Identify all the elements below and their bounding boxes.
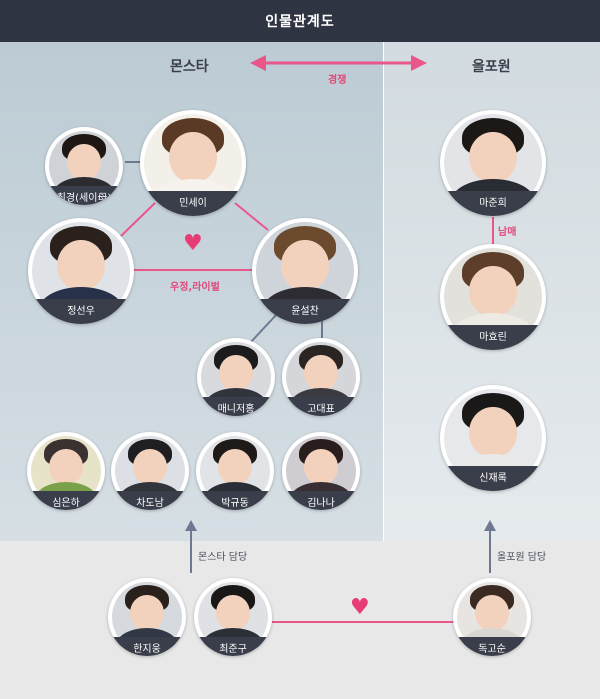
person-go-daepyo[interactable]: 고대표 <box>282 338 360 416</box>
panel-divider <box>383 42 384 541</box>
label-friendship: 우정,라이벌 <box>170 282 220 293</box>
label-rivalry: 경쟁 <box>328 75 347 86</box>
group-title-monsta: 몬스타 <box>170 59 209 75</box>
label-monsta-manager: 몬스타 담당 <box>198 552 248 563</box>
person-min-sei[interactable]: 민세이 <box>140 110 246 216</box>
person-name: 정선우 <box>28 298 134 324</box>
person-choi-kyung[interactable]: 최경(세이母) <box>45 127 123 205</box>
person-name: 차도남 <box>111 491 189 510</box>
person-ma-junhee[interactable]: 마준희 <box>440 110 546 216</box>
person-name: 최경(세이母) <box>45 186 123 205</box>
person-name: 매니저홍 <box>197 397 275 416</box>
person-name: 신재록 <box>440 465 546 491</box>
person-cha-donam[interactable]: 차도남 <box>111 432 189 510</box>
person-shim-eunha[interactable]: 심은하 <box>27 432 105 510</box>
label-allforone-manager: 올포원 담당 <box>497 552 547 563</box>
person-han-jiwoong[interactable]: 한지웅 <box>108 578 186 656</box>
person-name: 김나나 <box>282 491 360 510</box>
person-manny-jeohong[interactable]: 매니저홍 <box>197 338 275 416</box>
diagram-title-bar: 인물관계도 <box>0 0 600 42</box>
person-jung-sunwoo[interactable]: 정선우 <box>28 218 134 324</box>
person-name: 민세이 <box>140 190 246 216</box>
person-name: 마효린 <box>440 324 546 350</box>
heart-icon: ♥ <box>183 231 203 256</box>
person-shin-jaerok[interactable]: 신재록 <box>440 385 546 491</box>
portrait <box>112 582 182 652</box>
person-name: 윤설찬 <box>252 298 358 324</box>
person-name: 독고순 <box>453 637 531 656</box>
person-name: 심은하 <box>27 491 105 510</box>
person-park-kyudong[interactable]: 박규동 <box>196 432 274 510</box>
group-title-allforone: 올포원 <box>472 59 511 75</box>
heart-icon: ♥ <box>350 595 370 620</box>
person-name: 고대표 <box>282 397 360 416</box>
person-kim-nana[interactable]: 김나나 <box>282 432 360 510</box>
person-ma-hyorin[interactable]: 마효린 <box>440 244 546 350</box>
person-name: 최준구 <box>194 637 272 656</box>
person-name: 한지웅 <box>108 637 186 656</box>
label-siblings: 남매 <box>498 227 517 238</box>
person-name: 마준희 <box>440 190 546 216</box>
diagram-title: 인물관계도 <box>265 14 335 30</box>
person-choi-jungu[interactable]: 최준구 <box>194 578 272 656</box>
person-dok-gosun[interactable]: 독고순 <box>453 578 531 656</box>
person-name: 박규동 <box>196 491 274 510</box>
person-yoon-seolchan[interactable]: 윤설찬 <box>252 218 358 324</box>
